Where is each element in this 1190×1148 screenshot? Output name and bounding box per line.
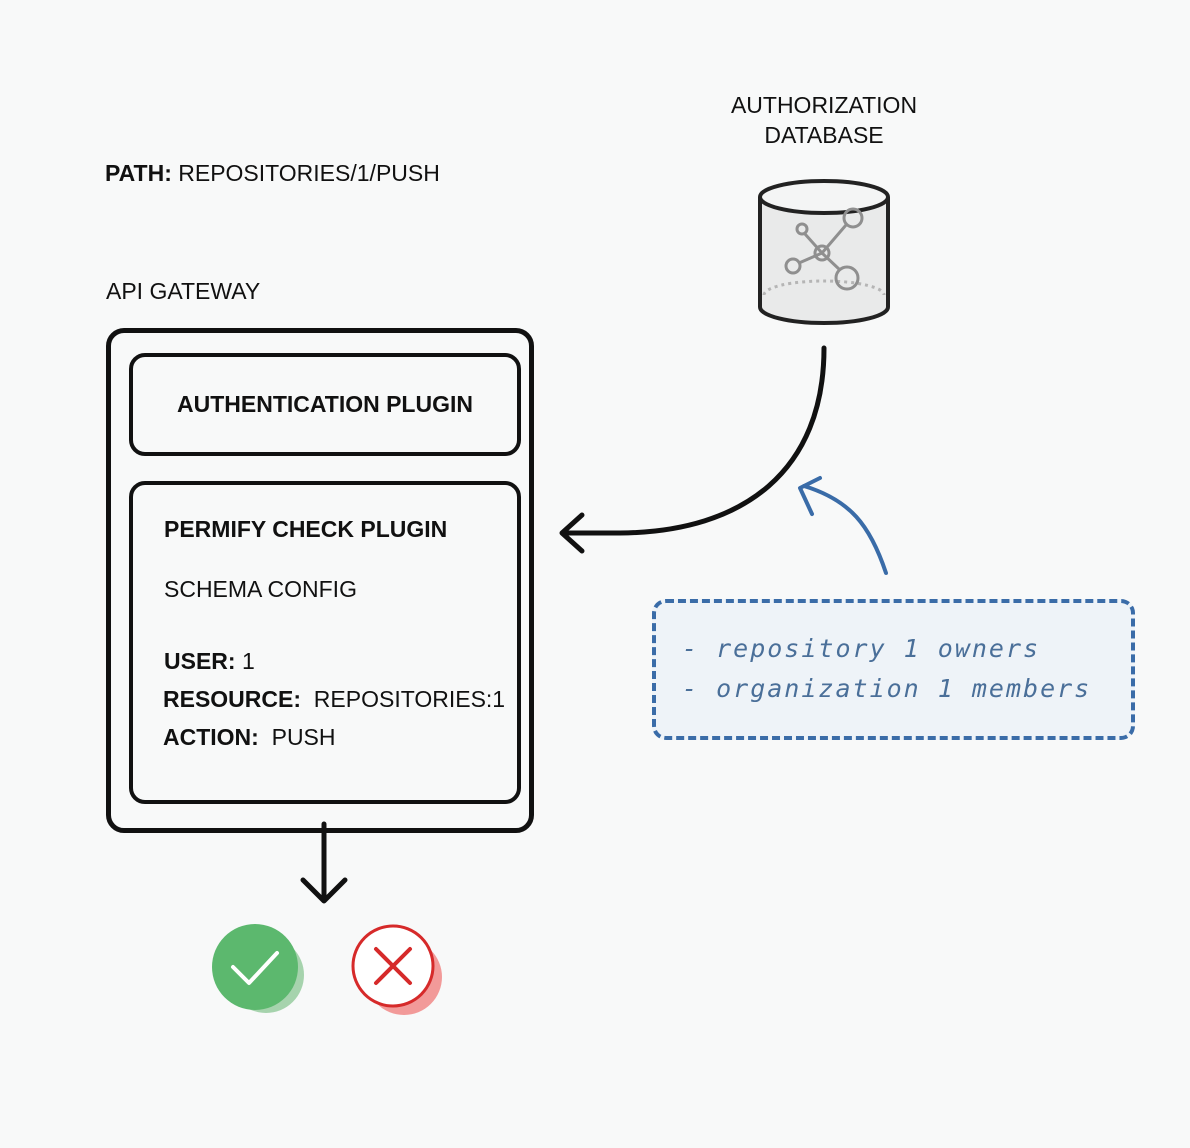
authentication-plugin-box: AUTHENTICATION PLUGIN — [129, 353, 521, 456]
api-gateway-label: API GATEWAY — [106, 278, 261, 304]
db-label-line-1: AUTHORIZATION — [730, 92, 918, 118]
user-field: USER: 1 — [164, 648, 255, 675]
authentication-plugin-label: AUTHENTICATION PLUGIN — [176, 391, 473, 417]
action-label: ACTION: — [163, 724, 259, 750]
db-label-line-2: DATABASE — [764, 122, 884, 148]
action-value: PUSH — [271, 724, 336, 750]
graph-database-icon — [758, 179, 890, 325]
permify-check-plugin-title: PERMIFY CHECK PLUGIN — [164, 516, 448, 542]
note-pointer-arrow — [798, 476, 888, 575]
relationship-note-box — [652, 599, 1135, 740]
gateway-output-arrow — [300, 821, 348, 904]
path-value: REPOSITORIES/1/PUSH — [178, 160, 440, 186]
request-path: PATH: REPOSITORIES/1/PUSH — [105, 160, 440, 187]
user-value: 1 — [241, 648, 255, 674]
resource-label: RESOURCE: — [163, 686, 302, 712]
user-label: USER: — [164, 648, 236, 674]
schema-config-label: SCHEMA CONFIG — [164, 576, 357, 602]
database-to-gateway-arrow — [559, 345, 827, 554]
authorization-database-label: AUTHORIZATION DATABASE — [724, 90, 924, 150]
action-field: ACTION: PUSH — [163, 724, 336, 751]
api-gateway-box — [106, 328, 534, 833]
permify-check-plugin-box — [129, 481, 521, 804]
resource-value: REPOSITORIES:1 — [313, 686, 506, 712]
note-line-members: - organization 1 members — [682, 674, 1092, 703]
note-line-owners: - repository 1 owners — [682, 634, 1041, 663]
cross-icon — [351, 924, 442, 1015]
resource-field: RESOURCE: REPOSITORIES:1 — [163, 686, 505, 713]
path-label: PATH: — [105, 160, 172, 186]
check-icon — [212, 924, 304, 1013]
